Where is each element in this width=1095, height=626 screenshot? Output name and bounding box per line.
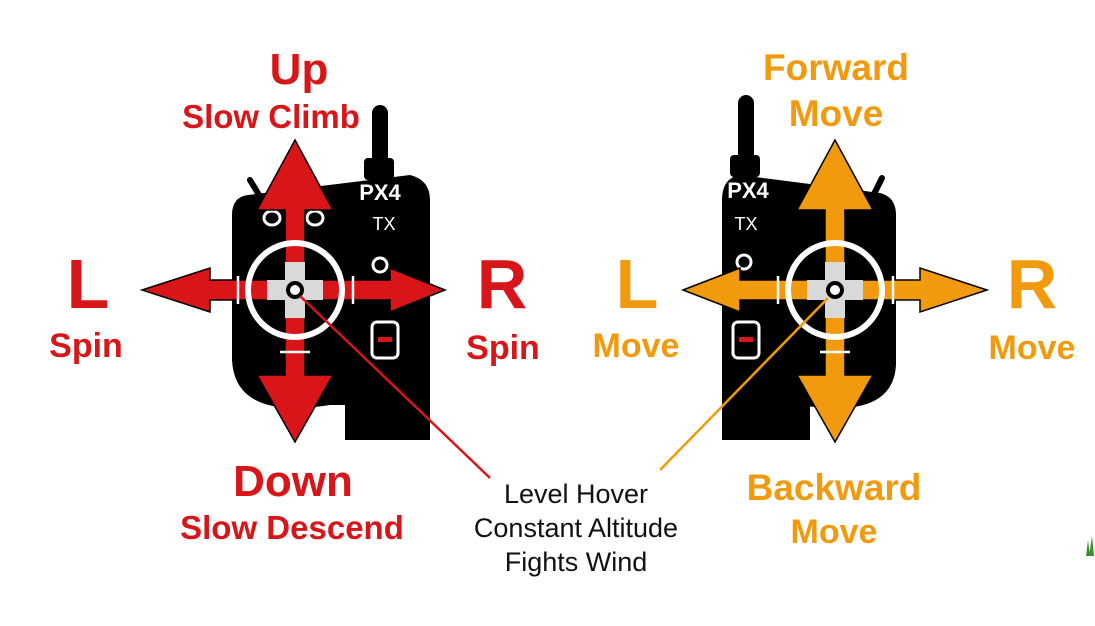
caption-line-1: Level Hover — [504, 479, 648, 509]
transmitter-brand: PX4 — [727, 178, 769, 203]
transmitter-brand: PX4 — [359, 180, 401, 205]
label-right: R — [477, 245, 528, 323]
label-up: Up — [270, 45, 329, 94]
transmitter-body — [722, 175, 896, 440]
antenna-icon — [738, 95, 754, 170]
label-up-sub: Slow Climb — [182, 98, 360, 135]
indicator-light — [739, 337, 753, 342]
label-down: Backward — [747, 467, 922, 508]
small-switch — [305, 209, 325, 227]
transmitter-model: TX — [372, 214, 395, 234]
label-down-sub: Slow Descend — [180, 509, 404, 546]
indicator-box — [370, 320, 400, 360]
antenna-base — [364, 158, 394, 180]
label-left-sub: Move — [593, 327, 680, 365]
pointer-line-right — [659, 297, 829, 471]
grass-icon — [1086, 536, 1094, 556]
antenna-base — [730, 155, 760, 177]
right-labels: Forward Move Backward Move L Move R Move — [593, 47, 1076, 551]
left-gimbal — [236, 240, 355, 354]
transmitter-model: TX — [734, 214, 757, 234]
label-up: Forward — [763, 47, 909, 88]
antenna-icon — [372, 105, 388, 175]
label-down: Down — [233, 457, 353, 506]
left-labels: Up Slow Climb Down Slow Descend L Spin R… — [49, 45, 540, 546]
label-left: L — [67, 245, 110, 323]
label-down-sub: Move — [791, 513, 878, 551]
label-left: L — [616, 245, 659, 323]
label-up-sub: Move — [789, 93, 884, 134]
label-right-sub: Move — [989, 329, 1076, 367]
pointer-line-left — [299, 295, 491, 479]
center-caption: Level Hover Constant Altitude Fights Win… — [474, 479, 678, 577]
caption-line-3: Fights Wind — [505, 547, 648, 577]
right-gimbal — [776, 240, 895, 354]
label-right: R — [1007, 245, 1058, 323]
small-switch — [262, 209, 282, 227]
label-right-sub: Spin — [466, 329, 540, 367]
label-left-sub: Spin — [49, 327, 123, 365]
indicator-box — [731, 320, 761, 360]
knob-icon — [371, 256, 389, 274]
right-transmitter: PX4 TX — [722, 95, 896, 440]
indicator-light — [378, 337, 392, 342]
knob-icon — [735, 253, 753, 271]
caption-line-2: Constant Altitude — [474, 513, 678, 543]
